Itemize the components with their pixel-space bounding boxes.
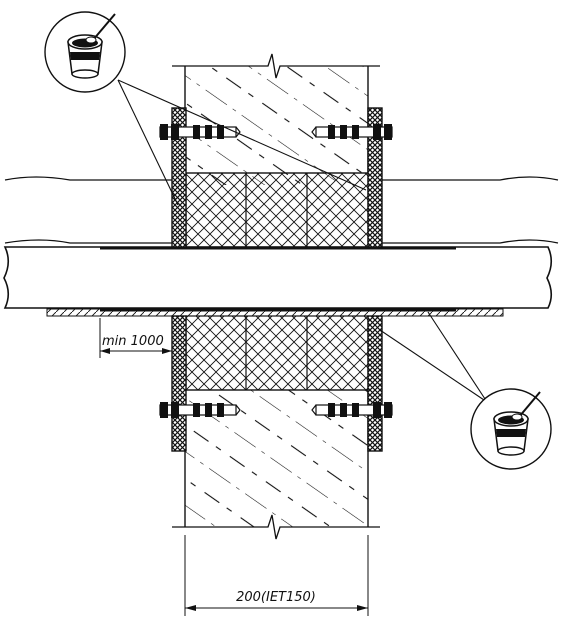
- mineral-wool-fill-lower: [185, 315, 369, 391]
- callout-sealant-lower: [470, 388, 552, 470]
- wall-thickness-dimension-label: 200(IET150): [236, 590, 316, 605]
- dimension-wall-thickness: 200(IET150): [184, 535, 369, 616]
- pipe-sleeve: [46, 308, 504, 317]
- mineral-wool-fill-upper: [185, 172, 369, 248]
- fire-board-right-lower: [367, 315, 383, 452]
- anchor-bolt-lower-left: [159, 402, 241, 418]
- fire-board-right-upper: [367, 107, 383, 248]
- clearance-dimension-label: min 1000: [102, 334, 164, 349]
- fire-board-left-lower: [171, 315, 187, 452]
- dimension-min-clearance: min 1000: [99, 318, 172, 358]
- fire-board-left-upper: [171, 107, 187, 248]
- leader-lines-lower: [379, 311, 488, 403]
- rear-duct-outline: [4, 176, 559, 244]
- callout-sealant-upper: [44, 11, 126, 93]
- leader-lines-upper: [117, 79, 367, 206]
- sealant-bucket-icon: [493, 391, 541, 456]
- anchor-bolt-lower-right: [311, 402, 393, 418]
- anchor-bolt-upper-right: [311, 124, 393, 140]
- pipe: [3, 246, 553, 309]
- sealant-bucket-icon: [67, 13, 116, 79]
